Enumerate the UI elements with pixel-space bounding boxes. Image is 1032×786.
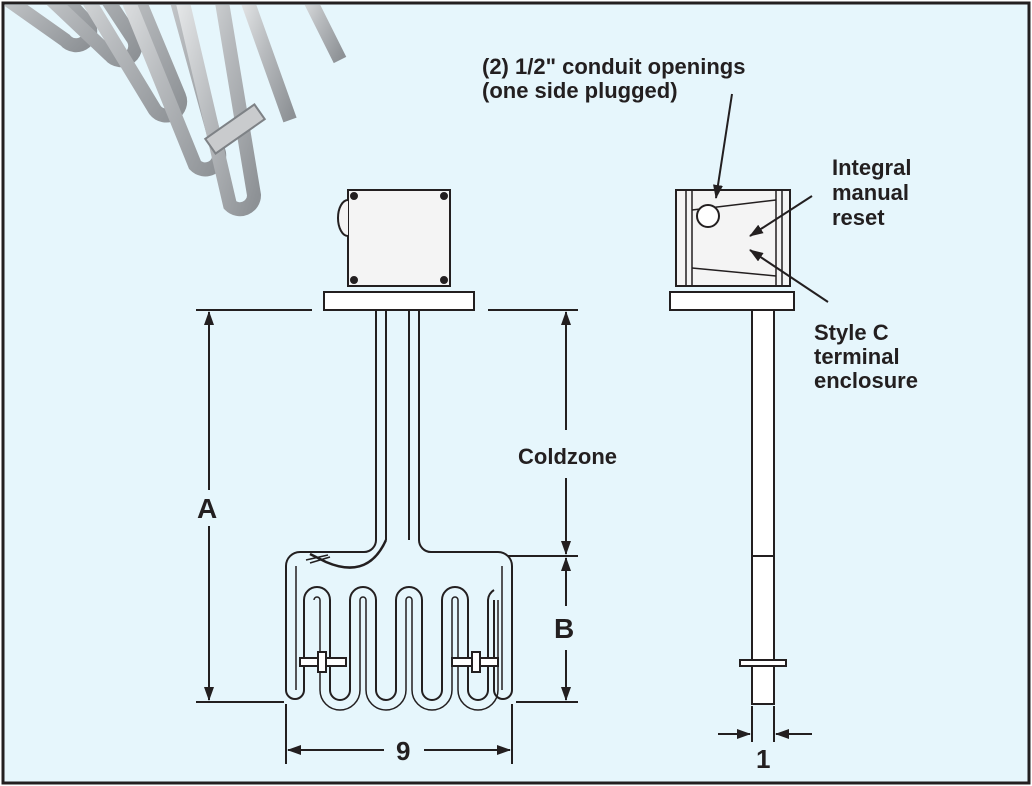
dim-label-width: 9 xyxy=(396,736,410,766)
dim-label-b: B xyxy=(554,613,574,644)
side-enclosure xyxy=(675,189,791,287)
front-flange xyxy=(323,291,475,311)
callout-conduit-line2: (one side plugged) xyxy=(482,78,678,103)
callout-reset-line1: Integral xyxy=(832,155,911,180)
callout-conduit-line1: (2) 1/2" conduit openings xyxy=(482,54,745,79)
leader-conduit xyxy=(713,93,733,199)
dimension-lines xyxy=(196,93,829,764)
callout-reset-line3: reset xyxy=(832,205,885,230)
conduit-opening xyxy=(696,204,720,228)
front-view xyxy=(285,189,513,711)
callout-enclosure-line2: terminal xyxy=(814,344,900,369)
front-enclosure xyxy=(347,189,451,287)
callout-reset-line2: manual xyxy=(832,180,909,205)
callout-enclosure-line3: enclosure xyxy=(814,368,918,393)
leader-enclosure xyxy=(749,249,829,303)
dim-label-a: A xyxy=(197,493,217,524)
leader-reset xyxy=(749,195,813,237)
heater-element-photo xyxy=(5,5,347,217)
dim-label-depth: 1 xyxy=(756,744,770,774)
side-flange xyxy=(669,291,795,311)
callout-enclosure-line1: Style C xyxy=(814,320,889,345)
dim-label-coldzone: Coldzone xyxy=(518,444,617,469)
side-sheath xyxy=(751,309,775,705)
side-view xyxy=(669,189,795,705)
